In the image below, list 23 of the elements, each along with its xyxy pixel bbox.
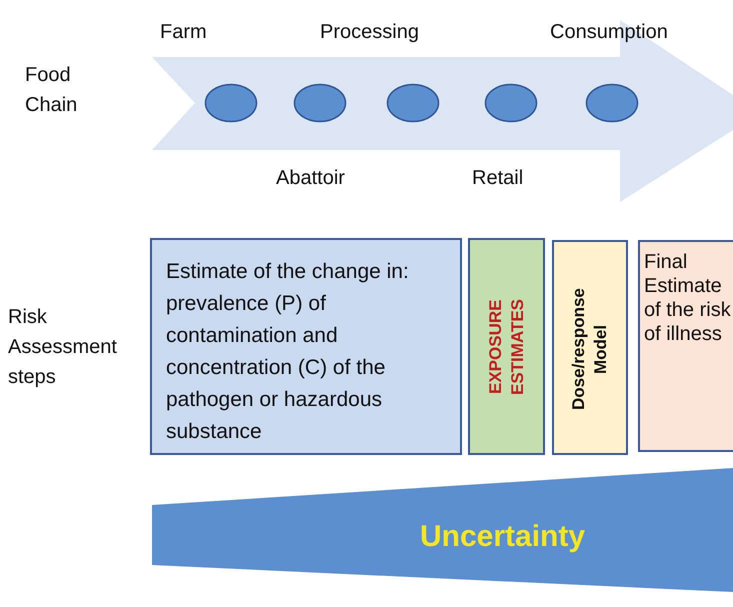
- row-label: Food Chain: [25, 63, 78, 118]
- stage-circle: [204, 83, 258, 123]
- food-chain-arrow: [152, 20, 733, 202]
- step-label: Dose/response Model: [568, 287, 611, 412]
- stage-circle: [484, 83, 538, 123]
- stage-label: Abattoir: [276, 166, 345, 190]
- stage-circle: [293, 83, 347, 123]
- row-label: Risk Assessment steps: [8, 305, 118, 390]
- stage-label: Retail: [472, 166, 524, 190]
- stage-label: Processing: [320, 20, 419, 44]
- stage-circle: [386, 83, 440, 123]
- stage-circle: [585, 83, 639, 123]
- step-label: EXPOSURE ESTIMATES: [484, 298, 528, 398]
- stage-label: Consumption: [550, 20, 668, 44]
- step-box: [150, 238, 462, 455]
- stage-label: Farm: [160, 20, 207, 44]
- step-box: [468, 238, 545, 455]
- step-text: Estimate of the change in: prevalence (P) of contamination and concentration (C) of the pathogen or hazardous substance: [165, 259, 410, 445]
- uncertainty-wedge: [152, 468, 733, 592]
- step-text: Final Estimate of the risk of illness: [643, 250, 732, 346]
- step-box: [638, 240, 733, 452]
- uncertainty-label: Uncertainty: [420, 520, 586, 554]
- step-box: [552, 240, 628, 455]
